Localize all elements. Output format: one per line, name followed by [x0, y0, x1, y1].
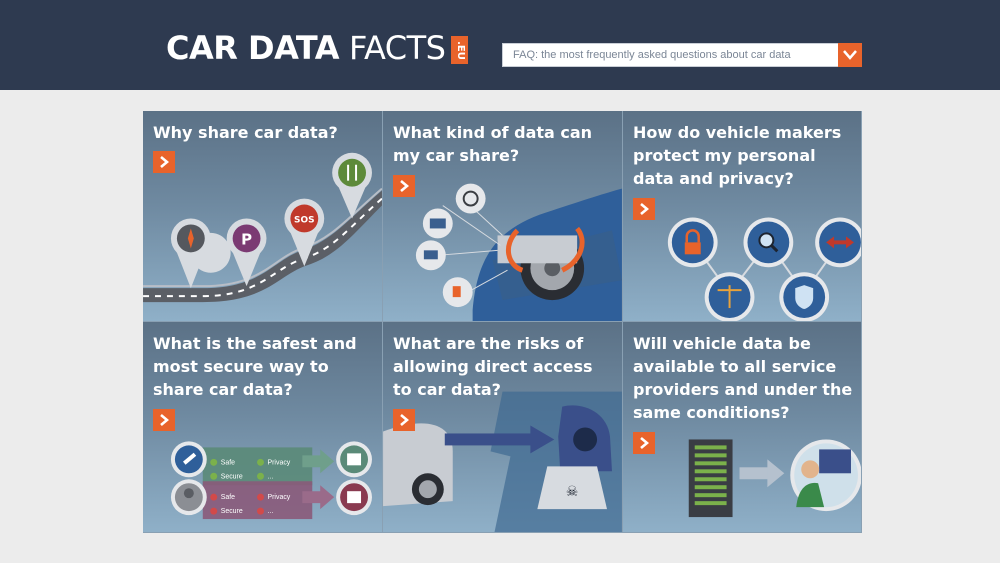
- skull-icon: ☠: [566, 484, 578, 500]
- legend-good-secure: Secure: [221, 473, 243, 480]
- chevron-right-icon[interactable]: [633, 198, 655, 220]
- legend-bad-more: ...: [267, 508, 273, 515]
- chevron-right-icon[interactable]: [633, 432, 655, 454]
- compass-pin: [170, 218, 231, 291]
- chevron-down-icon[interactable]: [838, 43, 862, 67]
- car-data-illustration: [415, 183, 622, 321]
- chevron-right-icon[interactable]: [393, 175, 415, 197]
- faq-dropdown[interactable]: FAQ: the most frequently asked questions…: [502, 43, 862, 67]
- faq-tiles-grid: P SOS Why share car data?: [143, 111, 862, 533]
- sos-pin: SOS: [284, 198, 325, 267]
- tile-title: Will vehicle data be available to all se…: [633, 334, 853, 422]
- server-provider-illustration: [688, 439, 861, 518]
- parking-pin: P: [226, 218, 267, 287]
- sos-pin-label: SOS: [294, 215, 314, 225]
- logo-badge: .EU: [451, 36, 469, 64]
- tile-title: What kind of data can my car share?: [393, 123, 593, 165]
- tile-title: How do vehicle makers protect my persona…: [633, 123, 842, 188]
- tile-how-protect-privacy[interactable]: How do vehicle makers protect my persona…: [623, 111, 862, 322]
- legend-bad-secure: Secure: [221, 508, 243, 515]
- tile-safest-way[interactable]: Safe Privacy Secure ... Safe Privacy Sec…: [143, 322, 383, 533]
- speedometer-icon: [455, 183, 486, 214]
- tile-what-kind-of-data[interactable]: What kind of data can my car share?: [383, 111, 623, 322]
- parking-pin-label: P: [241, 230, 252, 248]
- tile-title: What is the safest and most secure way t…: [153, 334, 357, 399]
- legend-bad-privacy: Privacy: [267, 494, 290, 501]
- secure-sharing-illustration: Safe Privacy Secure ... Safe Privacy Sec…: [170, 441, 372, 520]
- chevron-right-icon[interactable]: [153, 409, 175, 431]
- site-header: CAR DATA FACTS .EU FAQ: the most frequen…: [0, 0, 1000, 90]
- tile-risks-direct-access[interactable]: ☠ What are the risks of allowing direct …: [383, 322, 623, 533]
- legend-good-safe: Safe: [221, 459, 235, 466]
- chevron-right-icon[interactable]: [393, 409, 415, 431]
- logo-light-text: FACTS: [348, 29, 446, 67]
- tile-title: What are the risks of allowing direct ac…: [393, 334, 593, 399]
- legend-bad-safe: Safe: [221, 494, 235, 501]
- site-logo[interactable]: CAR DATA FACTS .EU: [166, 28, 469, 68]
- tile-available-to-all[interactable]: Will vehicle data be available to all se…: [623, 322, 862, 533]
- tile-title: Why share car data?: [153, 123, 338, 142]
- logo-badge-text: .EU: [454, 40, 466, 60]
- logo-strong-text: CAR DATA: [166, 29, 339, 67]
- legend-good-more: ...: [267, 473, 273, 480]
- privacy-network-illustration: [667, 217, 861, 321]
- restaurant-pin: [332, 152, 372, 219]
- chevron-right-icon[interactable]: [153, 151, 175, 173]
- tile-why-share[interactable]: P SOS Why share car data?: [143, 111, 383, 322]
- road-pins-illustration: P SOS: [143, 152, 382, 303]
- faq-dropdown-label: FAQ: the most frequently asked questions…: [513, 49, 791, 61]
- legend-good-privacy: Privacy: [267, 459, 290, 466]
- hacker-illustration: ☠: [383, 391, 622, 532]
